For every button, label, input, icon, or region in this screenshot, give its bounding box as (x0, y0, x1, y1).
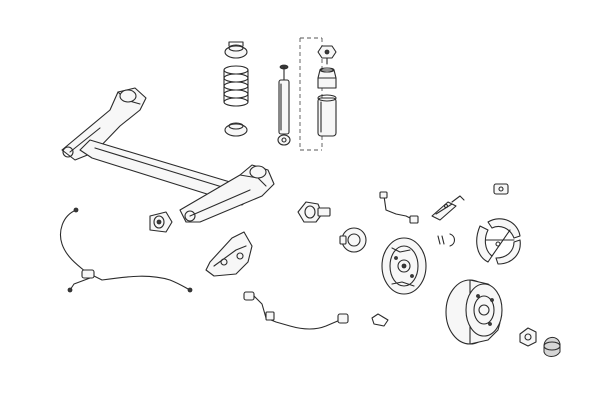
brake-backing-plate (381, 237, 427, 295)
spring-seat-lower (224, 122, 248, 137)
hub-nut (519, 327, 537, 347)
coil-spring (223, 65, 249, 107)
retaining-clips (437, 233, 456, 247)
rear-axle-beam (61, 87, 275, 223)
wheel-bearing-hub (339, 227, 367, 253)
dust-boot (317, 94, 337, 137)
brake-hose (379, 191, 419, 224)
shock-absorber (277, 64, 291, 146)
brake-shoes (476, 218, 521, 265)
assembly-guide-frame (299, 37, 323, 151)
axle-bushing (149, 211, 173, 233)
hub-cap (543, 337, 561, 357)
spring-seat-upper (224, 41, 248, 59)
strut-top-mount (317, 45, 337, 65)
wheel-cylinder (493, 183, 509, 195)
handbrake-cable (59, 207, 193, 293)
bump-stop (317, 67, 337, 89)
wheel-hub-stub (297, 201, 331, 223)
brake-drum (445, 279, 503, 345)
abs-sensor-cable (243, 291, 389, 330)
shoe-adjuster (431, 195, 465, 221)
mounting-bracket (205, 231, 253, 277)
